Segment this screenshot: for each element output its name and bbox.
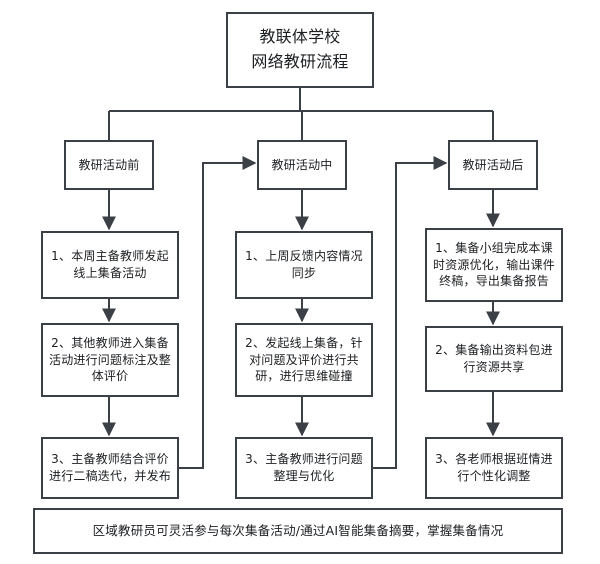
step-text: 1、本周主备教师发起 线上集备活动 [51,249,169,280]
stage-header-during-label: 教研活动中 [271,157,333,172]
step-text: 1、集备小组完成本课 时资源优化，输出课件 终稿，导出集备报告 [433,241,556,289]
step-text: 3、各老师根据班情进 行个性化调整 [435,452,553,483]
diagram-title-text: 教联体学校 网络教研流程 [251,27,349,71]
wire-col0-to-stage1 [179,156,257,469]
step-box[interactable]: 2、其他教师进入集备 活动进行问题标注及整 体评价 [41,323,179,397]
stage-header-during[interactable]: 教研活动中 [257,140,347,190]
step-text: 2、其他教师进入集备 活动进行问题标注及整 体评价 [49,336,172,384]
step-box[interactable]: 1、集备小组完成本课 时资源优化，输出课件 终稿，导出集备报告 [425,228,563,302]
step-box[interactable]: 3、主备教师结合评价 进行二稿迭代，并发布 [41,437,179,499]
stage-header-before[interactable]: 教研活动前 [64,140,154,190]
step-box[interactable]: 3、主备教师进行问题 整理与优化 [235,437,373,499]
step-text: 3、主备教师进行问题 整理与优化 [245,452,363,483]
step-box[interactable]: 1、本周主备教师发起 线上集备活动 [41,231,179,299]
wire-col1-to-stage2 [373,156,448,469]
footer-note-box: 区域教研员可灵活参与每次集备活动/通过AI智能集备摘要，掌握集备情况 [33,508,563,554]
step-text: 2、发起线上集备，针 对问题及评价进行共 研，进行思维碰撞 [245,336,363,384]
step-text: 2、集备输出资料包进 行资源共享 [435,343,553,374]
step-text: 3、主备教师结合评价 进行二稿迭代，并发布 [49,452,172,483]
step-box[interactable]: 2、集备输出资料包进 行资源共享 [425,326,563,392]
stage-header-after[interactable]: 教研活动后 [448,140,538,190]
step-box[interactable]: 2、发起线上集备，针 对问题及评价进行共 研，进行思维碰撞 [235,323,373,397]
stage-header-after-label: 教研活动后 [462,157,524,172]
stage-header-before-label: 教研活动前 [78,157,140,172]
diagram-title-box: 教联体学校 网络教研流程 [226,12,374,88]
footer-note-text: 区域教研员可灵活参与每次集备活动/通过AI智能集备摘要，掌握集备情况 [92,523,504,539]
step-box[interactable]: 1、上周反馈内容情况 同步 [235,231,373,299]
step-box[interactable]: 3、各老师根据班情进 行个性化调整 [425,437,563,499]
step-text: 1、上周反馈内容情况 同步 [245,249,363,280]
